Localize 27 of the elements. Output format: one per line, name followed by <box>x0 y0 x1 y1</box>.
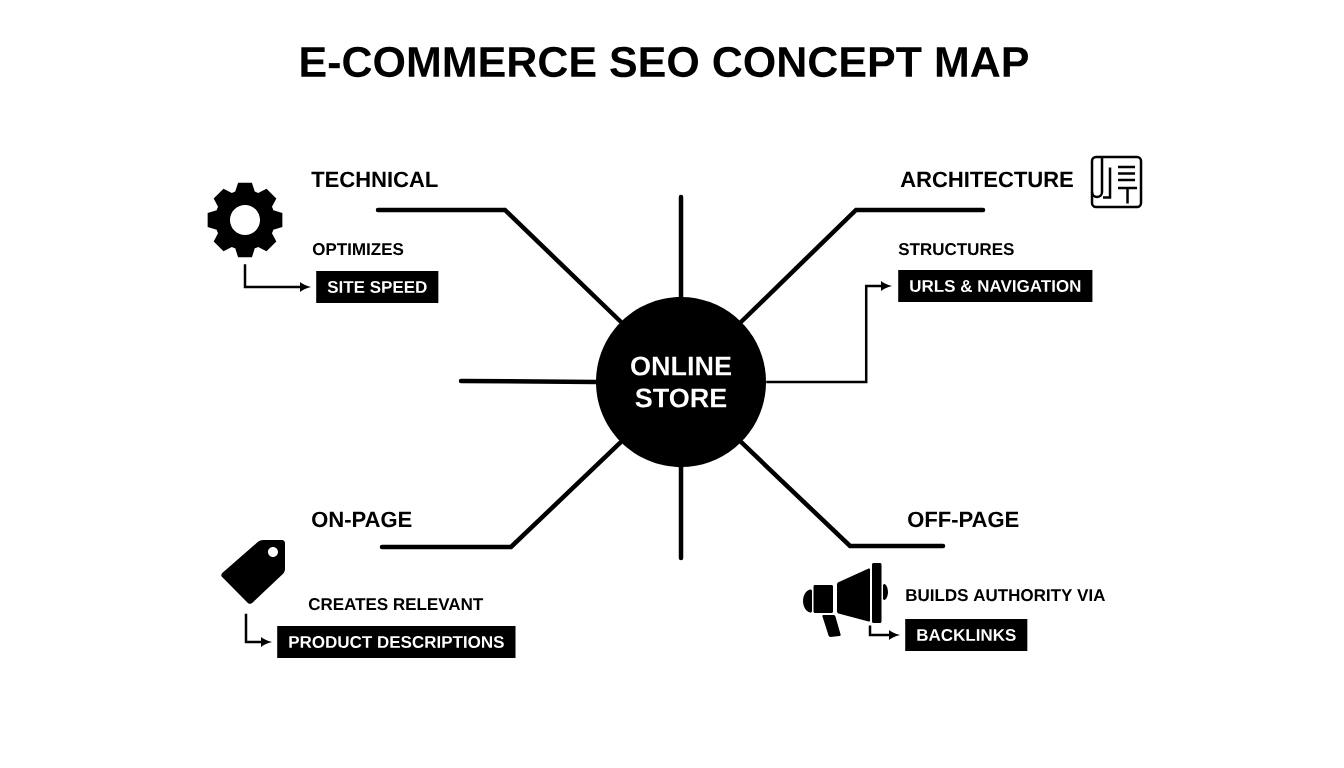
category-heading: ON-PAGE <box>312 511 412 528</box>
title: E-COMMERCE SEO CONCEPT MAP <box>301 46 1029 78</box>
relation-label: OPTIMIZES <box>312 243 404 256</box>
megaphone-icon <box>803 563 888 637</box>
keyword-box: BACKLINKS <box>905 619 1028 651</box>
keyword-box: URLS & NAVIGATION <box>898 270 1093 302</box>
document-icon <box>1090 155 1143 209</box>
keyword-box: SITE SPEED <box>316 271 439 303</box>
category-heading: TECHNICAL <box>311 171 438 188</box>
keyword-box: PRODUCT DESCRIPTIONS <box>277 626 516 658</box>
branch-line <box>379 440 623 550</box>
elbow-arrow <box>766 282 890 384</box>
gear-icon <box>207 182 283 258</box>
spoke-line <box>458 378 599 385</box>
elbow-arrow <box>243 264 309 291</box>
tag-icon <box>221 540 285 604</box>
category-heading: OFF-PAGE <box>908 511 1019 528</box>
relation-label: BUILDS AUTHORITY VIA <box>906 589 1105 602</box>
elbow-arrow <box>244 613 270 646</box>
branch-line <box>375 207 623 324</box>
spoke-line <box>678 194 684 300</box>
branch-line <box>739 440 946 549</box>
elbow-arrow <box>868 625 898 639</box>
category-heading: ARCHITECTURE <box>900 171 1073 188</box>
spoke-line <box>678 464 684 561</box>
relation-label: CREATES RELEVANT <box>308 598 484 611</box>
branch-line <box>739 207 986 324</box>
